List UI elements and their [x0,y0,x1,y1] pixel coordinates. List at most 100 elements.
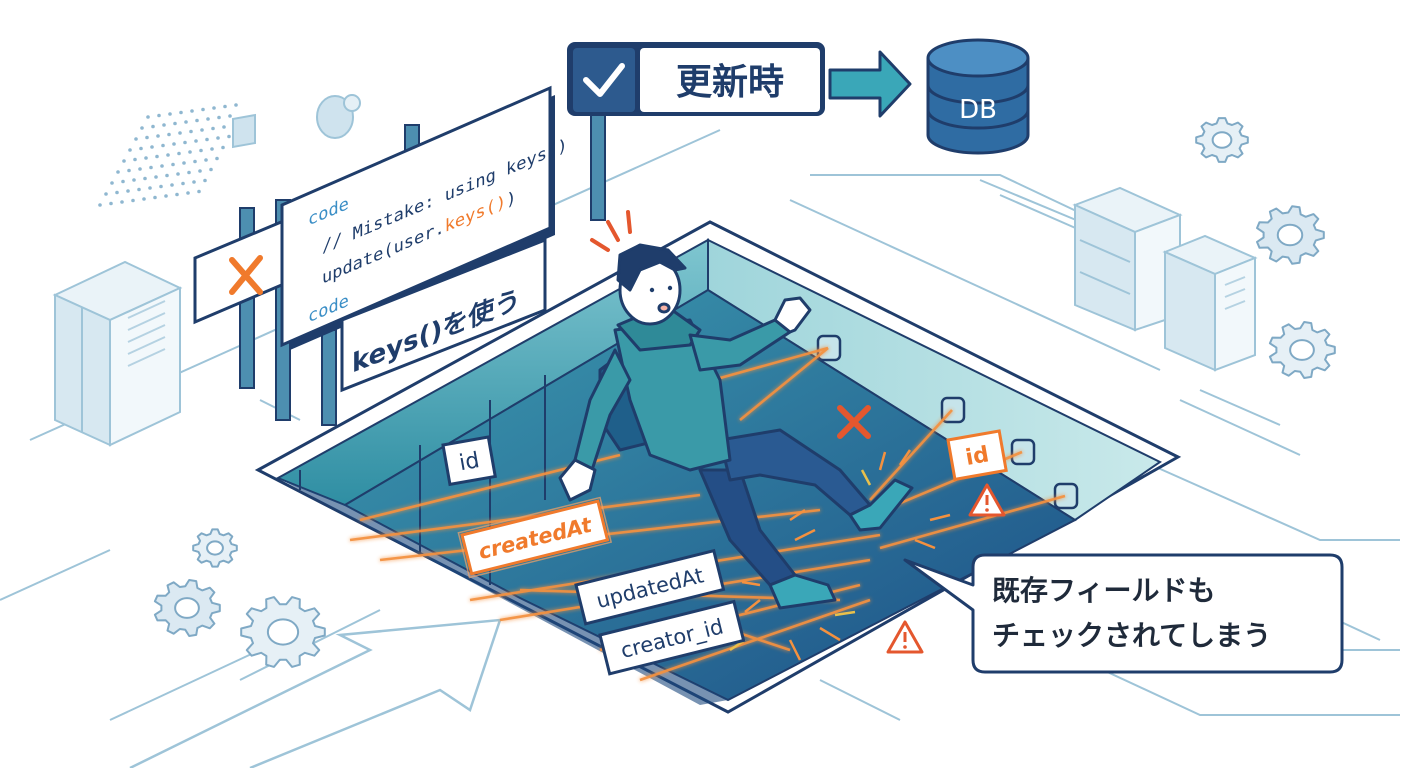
database-icon: DB [926,38,1030,155]
grid-dot [209,167,213,172]
grid-dot [122,159,126,163]
grid-dot [126,189,130,193]
grid-dot [181,181,185,186]
grid-dot [175,192,179,197]
grid-dot [223,104,227,109]
grid-dot [203,178,207,183]
grid-dot [222,125,226,129]
grid-dot [187,170,191,175]
grid-dot [155,154,159,159]
grid-dot [142,197,146,201]
grid-dot [210,147,214,151]
server-rack-left [52,260,183,447]
grid-dot [164,194,168,198]
update-sign: 更新時 [567,42,825,116]
grid-dot [168,112,172,116]
grid-dot [200,128,204,132]
x-mark-icon [229,255,263,295]
grid-dot [162,123,166,127]
grid-dot [146,115,150,119]
code-board: code // Mistake: using keys() update(use… [280,85,567,350]
grid-dot [138,167,142,171]
gear-icon [1195,117,1249,163]
grid-dot [216,136,220,140]
database-label: DB [959,95,997,125]
speech-bubble-line-1: 既存フィールドも [992,574,1215,607]
grid-dot [192,180,196,184]
grid-dot [145,135,149,140]
x-mark-icon [837,405,871,439]
grid-dot [182,161,186,165]
grid-dot [104,192,108,196]
svg-text:id: id [964,442,991,471]
grid-dot [170,183,174,187]
grid-dot [217,115,221,120]
grid-dot [98,203,102,207]
grid-dot [177,151,181,156]
grid-dot [228,114,232,118]
grid-dot [109,201,113,206]
grid-dot [221,145,225,150]
grid-dot [176,172,180,176]
grid-dot [166,153,170,157]
laser-emitters [816,334,1079,510]
grid-dot [215,156,219,161]
grid-dot [184,120,188,124]
falling-developer [558,243,914,610]
grid-dot [204,158,208,162]
warning-icon [886,620,924,654]
speech-bubble: 既存フィールドも チェックされてしまう [903,553,1344,674]
grid-dot [197,189,201,194]
grid-dot [234,103,238,107]
speech-bubble-line-2: チェックされてしまう [992,619,1271,652]
grid-dot [115,190,119,195]
grid-dot [154,175,158,179]
check-icon [583,63,625,97]
gear-icon [192,528,238,568]
grid-dot [193,159,197,164]
grid-dot [227,134,231,139]
grid-dot [133,157,137,162]
dot-grid [98,103,238,207]
grid-dot [199,148,203,153]
grid-dot [140,126,144,130]
grid-dot [211,126,215,131]
svg-text:id: id [457,448,481,476]
grid-dot [116,170,120,174]
warning-icon [968,483,1006,517]
grid-dot [134,137,138,141]
grid-dot [148,186,152,190]
grid-dot [137,187,141,192]
update-sign-label: 更新時 [676,62,784,103]
arrow-to-db [828,50,912,118]
grid-dot [128,148,132,152]
grid-dot [110,181,114,185]
grid-dot [212,106,216,110]
grid-dot [156,134,160,138]
grid-dot [149,165,153,170]
panic-marks [590,210,632,252]
grid-dot [160,164,164,168]
gear-icon [153,579,221,637]
grid-dot [172,142,176,146]
grid-dot [132,178,136,182]
gear-icon [1268,321,1336,379]
error-sign [193,209,307,325]
field-tag-id-left: id [441,435,497,487]
grid-dot [190,109,194,113]
gear-icon [240,596,326,668]
grid-dot [153,195,157,200]
grid-dot [144,156,148,160]
grid-dot [186,191,190,195]
grid-dot [198,169,202,173]
grid-dot [157,113,161,118]
grid-dot [205,137,209,142]
field-tag-id-right: id [946,429,1008,482]
grid-dot [183,140,187,145]
grid-dot [173,121,177,126]
grid-dot [201,107,205,112]
grid-dot [179,110,183,115]
grid-dot [161,143,165,148]
